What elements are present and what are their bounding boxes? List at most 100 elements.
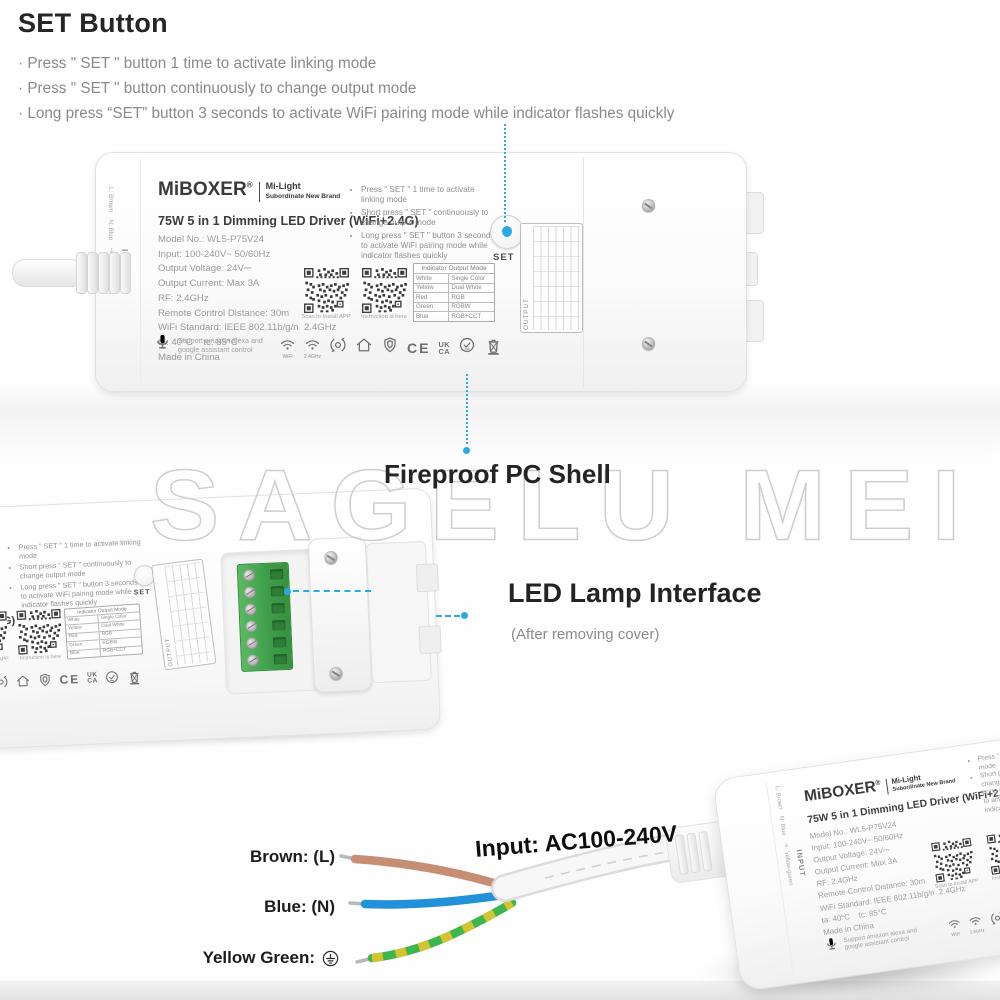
mode-cell: RGB+CCT (102, 647, 127, 655)
qr-caption: Scan to Install APP (0, 656, 9, 664)
strain-relief-ring (120, 252, 131, 294)
qr-code-install-app (930, 837, 977, 883)
callout-dash-terminal (293, 590, 371, 592)
rf-remote-icon (0, 674, 9, 690)
brand-sublines: Mi-Light Subordinate New Brand (891, 769, 956, 794)
mounting-tab (415, 563, 440, 593)
qr-code-install-app (303, 268, 349, 313)
output-terminal-sticker: OUTPUT (520, 223, 583, 333)
mode-cell: Single Color (451, 274, 486, 282)
mode-cell: Dual White (451, 284, 482, 292)
wire-slot (270, 586, 285, 597)
qr-code-instruction (986, 829, 1000, 875)
callout-dash-interface (436, 615, 460, 617)
gland-ridge (698, 830, 713, 872)
callout-dot-interface (461, 612, 468, 619)
wifi-24ghz-icon: 2.4GHz (967, 913, 985, 935)
spec-line: Remote Control Distance: 30m (158, 307, 290, 319)
set-instructions-list: Press " SET " 1 time to activate linking… (352, 185, 499, 264)
logo-divider (258, 182, 260, 202)
output-label: OUTPUT (523, 298, 530, 330)
mode-cell: Blue (67, 648, 102, 659)
wifi-icon: WiFi (279, 336, 296, 360)
voice-support-text: Support amazon alexa and google assistan… (178, 337, 274, 354)
qr-instruction-group: Instruction is here (15, 608, 63, 662)
spec-list: Model No.: WL5-P75V24 Input: 100-240V~ 5… (158, 233, 336, 365)
blue-wire (360, 889, 515, 909)
certified-check-icon (104, 669, 120, 685)
output-terminal-sticker: OUTPUT (151, 558, 217, 671)
strain-relief-ring (109, 252, 120, 294)
wifi-24ghz-icon: 2.4GHz (304, 336, 321, 360)
mode-cell: RGB+CCT (451, 312, 482, 320)
microphone-icon (152, 332, 173, 358)
set-indicator-dot (502, 226, 512, 237)
spec-line: RF: 2.4GHz (158, 292, 209, 304)
callout-dot-terminal (284, 588, 291, 595)
yellow-green-text: Yellow Green: (202, 948, 315, 967)
qr-caption: Scan to Install APP (301, 314, 351, 320)
rf-remote-icon (329, 336, 347, 354)
spec-line: Output Voltage: 24V⎓ (158, 263, 252, 275)
screw (642, 337, 655, 350)
ukca-ca: CA (87, 677, 98, 685)
brand-sublines: Mi-Light Subordinate New Brand (266, 181, 341, 201)
set-button-label: SET (493, 252, 515, 263)
shield-icon (381, 336, 399, 354)
wifi24-caption: 2.4GHz (304, 354, 321, 360)
callout-dot-shell (463, 447, 470, 454)
terminal-screw (243, 586, 257, 599)
mode-cell: Blue (414, 312, 450, 321)
brand-logo: MiBOXER® Mi-Light Subordinate New Brand (158, 179, 340, 202)
qr-instruction-group: Instruction is here (357, 268, 411, 320)
wire-slot (269, 569, 284, 580)
wire-slot (273, 653, 288, 665)
qr-install-group: Scan to Install APP (299, 268, 353, 320)
wire-slot (272, 637, 287, 648)
logo-divider (885, 778, 889, 795)
set-button-label: SET (133, 588, 151, 597)
spec-line: WiFi Standard: IEEE 802.11b/g/n 2.4GHz (158, 322, 337, 334)
support-line: google assistant control (178, 345, 253, 354)
set-button (490, 215, 524, 249)
screw (329, 666, 343, 681)
wifi-caption: WiFi (951, 930, 961, 938)
wire-slot (272, 620, 286, 631)
terminal-screw (245, 620, 258, 633)
screw (642, 199, 655, 212)
support-line: Support amazon alexa and (178, 337, 263, 345)
registered-mark: ® (874, 779, 882, 788)
ukca-ca: CA (438, 347, 451, 356)
strain-relief-ring (76, 252, 87, 294)
set-instruction: Press " SET " 1 time to activate linking… (977, 739, 1000, 772)
mode-cell: RGBW (451, 303, 471, 311)
cable-tube (12, 259, 84, 287)
output-terminal-grid (533, 226, 580, 330)
weee-bin-icon (126, 668, 143, 685)
blue-wire-label: Blue: (N) (264, 897, 335, 916)
brand-name: MiBOXER® (803, 778, 882, 806)
yellow-stripe (371, 899, 515, 963)
terminal-screw (244, 603, 257, 616)
house-icon (15, 673, 31, 689)
qr-install-group: Scan to Install APP (928, 837, 980, 890)
certified-check-icon (458, 336, 476, 354)
mode-cell: RGB (451, 293, 465, 301)
weee-bin-icon (484, 336, 503, 355)
page-title: SET Button (18, 8, 168, 38)
terminal-screw (245, 637, 259, 650)
ukca-uk: UK (438, 339, 451, 349)
product-title: 75W 5 in 1 Dimming LED Driver (WiFi+2.4G… (158, 214, 419, 228)
callout-line-set-button (504, 124, 506, 222)
rf-remote-icon (989, 910, 1000, 927)
wifi-caption: WiFi (282, 354, 293, 360)
spec-line: Model No.: WL5-P75V24 (158, 234, 265, 245)
registered-mark: ® (246, 180, 253, 190)
